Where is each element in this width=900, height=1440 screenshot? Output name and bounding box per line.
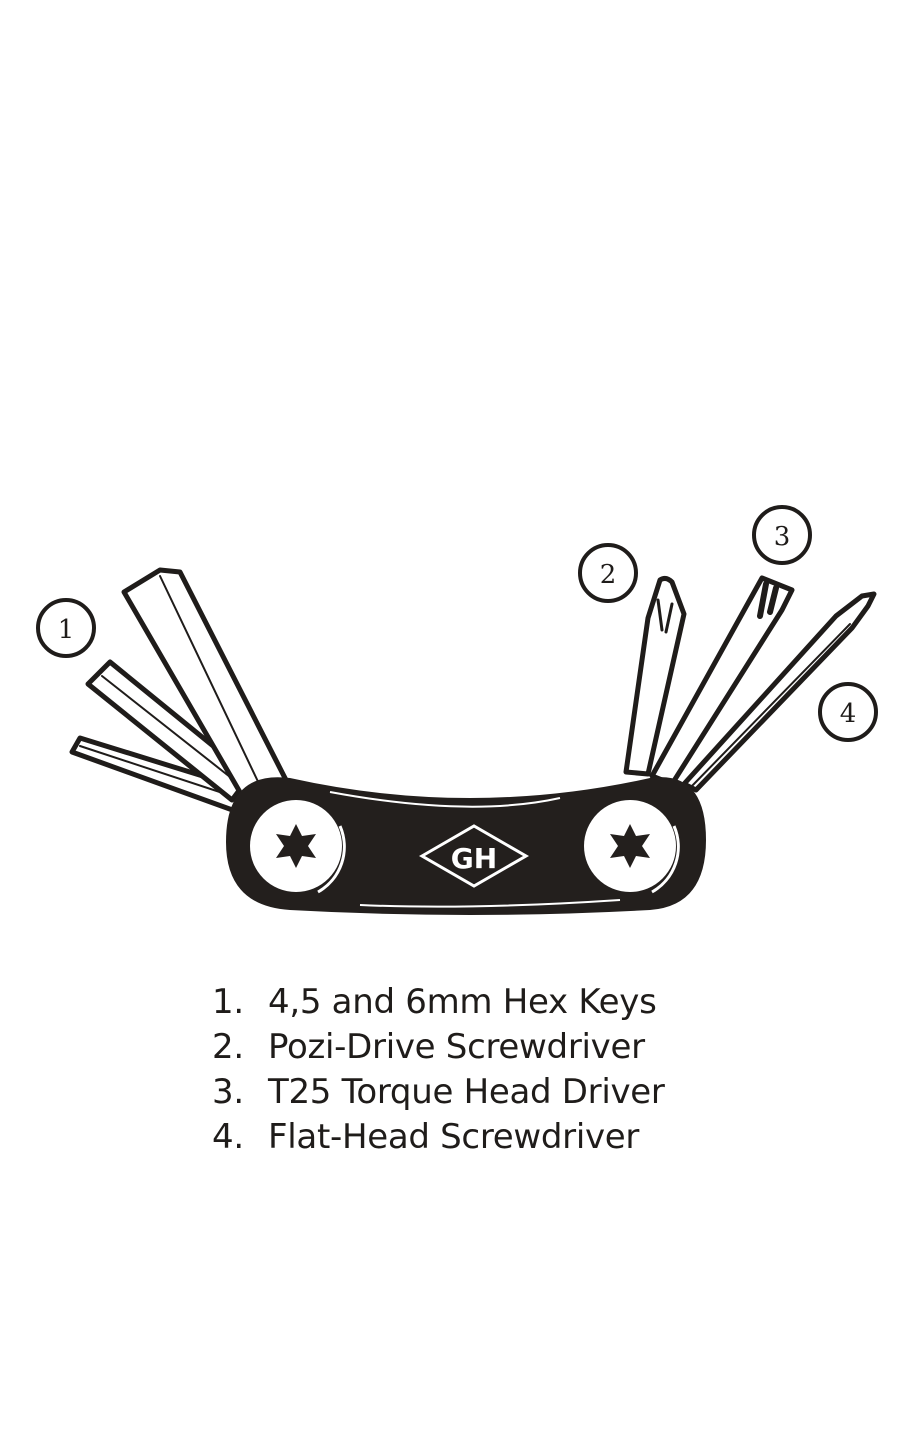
callout-4: 4 xyxy=(818,682,878,742)
legend-text: Flat-Head Screwdriver xyxy=(268,1117,640,1157)
legend-item: 1. 4,5 and 6mm Hex Keys xyxy=(212,980,732,1025)
legend-text: 4,5 and 6mm Hex Keys xyxy=(268,982,657,1022)
gh-logo: GH xyxy=(418,824,530,888)
legend-item: 2. Pozi-Drive Screwdriver xyxy=(212,1025,732,1070)
legend-item: 3. T25 Torque Head Driver xyxy=(212,1070,732,1115)
legend-number: 4. xyxy=(212,1117,244,1157)
left-screw-icon xyxy=(250,800,346,894)
multitool-body: GH xyxy=(226,777,706,915)
tool-legend: 1. 4,5 and 6mm Hex Keys 2. Pozi-Drive Sc… xyxy=(212,980,732,1160)
legend-number: 2. xyxy=(212,1027,244,1067)
right-screw-icon xyxy=(584,800,680,894)
legend-text: T25 Torque Head Driver xyxy=(268,1072,665,1112)
svg-text:2: 2 xyxy=(600,560,617,590)
svg-text:GH: GH xyxy=(451,842,497,875)
callout-3: 3 xyxy=(752,505,812,565)
svg-text:4: 4 xyxy=(840,699,857,729)
callout-2: 2 xyxy=(578,543,638,603)
hex-key-large-icon xyxy=(121,567,289,809)
callout-1: 1 xyxy=(36,598,96,658)
legend-number: 3. xyxy=(212,1072,244,1112)
legend-text: Pozi-Drive Screwdriver xyxy=(268,1027,645,1067)
pozi-screwdriver-icon xyxy=(623,575,687,777)
legend-item: 4. Flat-Head Screwdriver xyxy=(212,1115,732,1160)
legend-number: 1. xyxy=(212,982,244,1022)
svg-text:3: 3 xyxy=(774,522,791,552)
flathead-screwdriver-icon xyxy=(681,591,877,793)
svg-text:1: 1 xyxy=(58,615,75,645)
